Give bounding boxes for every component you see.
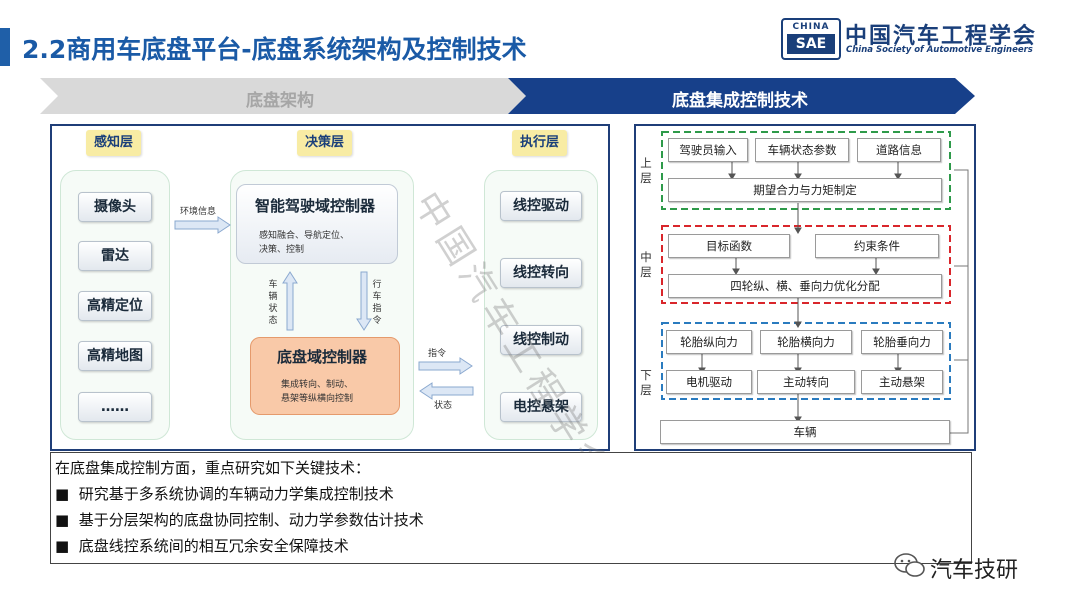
sensor-more: ……: [78, 392, 152, 422]
summary-intro: 在底盘集成控制方面，重点研究如下关键技术：: [55, 459, 371, 477]
control-diagram-lines: [661, 131, 969, 434]
constraints-box: 约束条件: [815, 234, 939, 258]
adas-controller-title: 智能驾驶域控制器: [255, 197, 376, 215]
state-label: 状态: [434, 401, 453, 411]
adas-controller-desc-2: 决策、控制: [259, 245, 305, 255]
bullet-square-icon: ■: [55, 537, 70, 555]
vehicle-box: 车辆: [660, 420, 950, 444]
summary-bullet-1: ■ 研究基于多系统协调的车辆动力学集成控制技术: [55, 483, 394, 504]
command-arrow-icon: [418, 357, 473, 375]
drive-command-down-arrow-icon: [356, 271, 372, 331]
summary-bullet-2: ■ 基于分层架构的底盘协同控制、动力学参数估计技术: [55, 509, 424, 530]
adas-domain-controller: 智能驾驶域控制器 感知融合、导航定位、 决策、控制: [236, 184, 398, 264]
chevron-right-label: 底盘集成控制技术: [672, 91, 808, 111]
active-steering-box: 主动转向: [757, 370, 855, 394]
sensor-radar: 雷达: [78, 241, 152, 271]
middle-layer-frame: [661, 225, 951, 304]
sensor-hd-positioning: 高精定位: [78, 291, 152, 321]
chevron-left-shape: [40, 78, 526, 114]
upper-layer-frame: [661, 131, 951, 210]
sensor-camera: 摄像头: [78, 192, 152, 222]
logo-china-text: CHINA: [792, 22, 830, 32]
actuator-drive-by-wire: 线控驱动: [500, 191, 582, 221]
wechat-icon: [894, 553, 925, 577]
summary-bullet-3-text: 底盘线控系统间的相互冗余安全保障技术: [78, 537, 349, 555]
chassis-controller-title: 底盘域控制器: [277, 348, 368, 366]
tire-vertical-force-box: 轮胎垂向力: [861, 330, 943, 354]
actuator-electronic-suspension: 电控悬架: [500, 392, 582, 422]
objective-function-box: 目标函数: [668, 234, 790, 258]
chassis-controller-desc-2: 悬架等纵横向控制: [281, 394, 354, 404]
upper-layer-label: 上层: [640, 156, 652, 185]
summary-bullet-3: ■ 底盘线控系统间的相互冗余安全保障技术: [55, 535, 349, 556]
motor-drive-box: 电机驱动: [666, 370, 752, 394]
env-info-label: 环境信息: [180, 207, 217, 217]
chassis-controller-desc-1: 集成转向、制动、: [281, 380, 354, 390]
summary-bullet-2-text: 基于分层架构的底盘协同控制、动力学参数估计技术: [78, 511, 424, 529]
perception-layer-tag: 感知层: [86, 130, 142, 156]
road-info-box: 道路信息: [857, 138, 941, 162]
bullet-square-icon: ■: [55, 485, 70, 503]
bullet-square-icon: ■: [55, 511, 70, 529]
lower-layer-frame: [661, 322, 951, 400]
summary-bullet-1-text: 研究基于多系统协调的车辆动力学集成控制技术: [78, 485, 394, 503]
summary-box: 在底盘集成控制方面，重点研究如下关键技术： ■ 研究基于多系统协调的车辆动力学集…: [50, 452, 972, 564]
adas-controller-desc-1: 感知融合、导航定位、: [259, 231, 350, 241]
chevron-banner: [40, 78, 975, 114]
force-allocation-box: 四轮纵、横、垂向力优化分配: [668, 274, 942, 298]
slide-title: 2.2商用车底盘平台-底盘系统架构及控制技术: [22, 35, 527, 64]
drive-command-label: 行车指令: [372, 280, 382, 326]
wechat-account-name: 汽车技研: [930, 558, 1019, 583]
actuator-steer-by-wire: 线控转向: [500, 258, 582, 288]
china-sae-logo: CHINA SAE: [781, 18, 841, 60]
chevron-right-shape: [508, 78, 975, 114]
chevron-left-label: 底盘架构: [246, 91, 314, 111]
vehicle-state-params-box: 车辆状态参数: [755, 138, 849, 162]
decision-layer-tag: 决策层: [297, 130, 353, 156]
vehicle-state-label: 车辆状态: [268, 280, 278, 326]
command-label: 指令: [428, 349, 447, 359]
actuator-brake-by-wire: 线控制动: [500, 325, 582, 355]
env-info-arrow-icon: [174, 216, 231, 234]
title-accent-bar: [0, 28, 10, 66]
tire-lateral-force-box: 轮胎横向力: [760, 330, 852, 354]
middle-layer-label: 中层: [640, 250, 652, 279]
feedback-line: [932, 169, 969, 434]
desired-force-moment-box: 期望合力与力矩制定: [668, 178, 942, 202]
tire-longitudinal-force-box: 轮胎纵向力: [666, 330, 752, 354]
logo-sae-text: SAE: [787, 34, 835, 54]
state-arrow-icon: [419, 382, 474, 400]
vehicle-state-up-arrow-icon: [282, 271, 298, 331]
execution-layer-tag: 执行层: [512, 130, 568, 156]
active-suspension-box: 主动悬架: [861, 370, 943, 394]
chassis-domain-controller: 底盘域控制器 集成转向、制动、 悬架等纵横向控制: [250, 337, 400, 415]
sensor-hd-map: 高精地图: [78, 341, 152, 371]
driver-input-box: 驾驶员输入: [668, 138, 748, 162]
org-name-en: China Society of Automotive Engineers: [846, 45, 1033, 55]
org-name-cn: 中国汽车工程学会: [845, 24, 1038, 49]
lower-layer-label: 下层: [640, 368, 652, 397]
